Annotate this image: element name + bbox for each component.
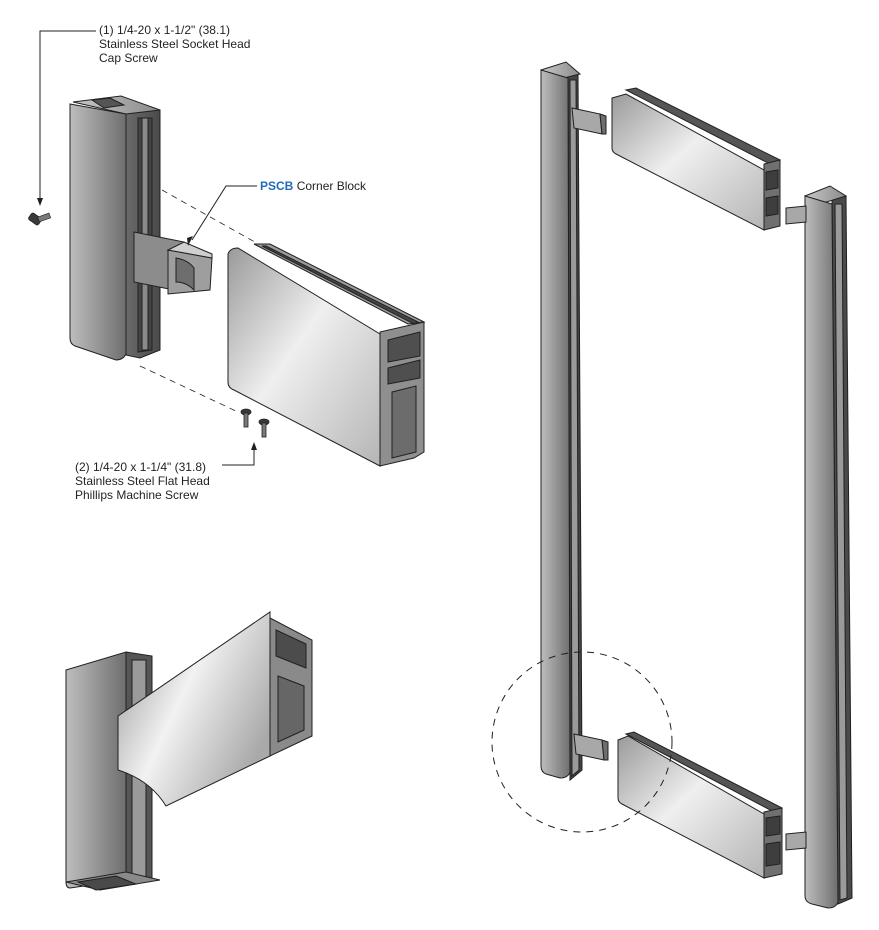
alignment-guides: [139, 189, 263, 413]
cap-screw-line-3: Cap Screw: [99, 51, 158, 65]
corner-block-icon: [133, 231, 213, 295]
detail-circle: [491, 651, 673, 833]
right-bracket-icon: [785, 205, 807, 851]
right-stile: [803, 185, 853, 909]
corner-block-label: Corner Block: [296, 179, 367, 193]
corner-block-code: PSCB: [260, 179, 294, 193]
corner-block-callout: PSCB Corner Block: [260, 179, 366, 193]
cap-screw-leader: [37, 30, 96, 206]
cap-screw-callout: (1) 1/4-20 x 1-1/2" (38.1) Stainless Ste…: [99, 23, 250, 65]
flat-head-screw-line-2: Stainless Steel Flat Head: [75, 474, 210, 488]
flat-head-screw-line-1: (2) 1/4-20 x 1-1/4" (31.8): [75, 460, 206, 474]
top-left-bracket-icon: [571, 107, 607, 135]
left-stile: [539, 61, 583, 782]
horizontal-rail-exploded: [227, 243, 426, 467]
flat-head-screw-leader: [222, 442, 257, 466]
bottom-rail: [617, 731, 784, 879]
assembled-corner-detail: [65, 611, 313, 891]
flat-head-screw-icon: [240, 408, 270, 438]
corner-block-leader: [187, 185, 257, 246]
vertical-post-exploded: [69, 95, 161, 361]
cap-screw-line-1: (1) 1/4-20 x 1-1/2" (38.1): [99, 23, 230, 37]
top-rail: [611, 87, 782, 231]
flat-head-screw-callout: (2) 1/4-20 x 1-1/4" (31.8) Stainless Ste…: [75, 460, 210, 502]
flat-head-screw-line-3: Phillips Machine Screw: [75, 488, 199, 502]
bottom-left-bracket-icon: [573, 733, 609, 761]
cap-screw-icon: [28, 212, 52, 226]
cap-screw-line-2: Stainless Steel Socket Head: [99, 37, 251, 51]
